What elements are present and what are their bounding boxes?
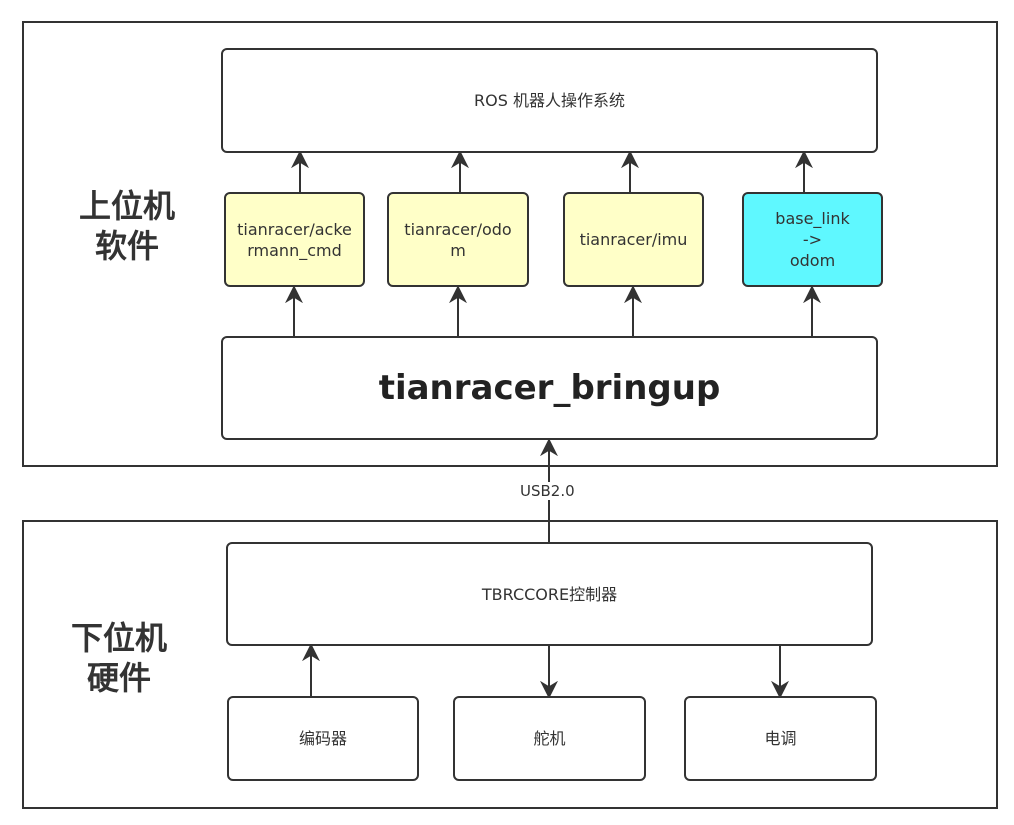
tf-base-link-odom: base_link -> odom [742, 192, 883, 287]
esc-node: 电调 [684, 696, 877, 781]
bringup-node-label: tianracer_bringup [378, 367, 721, 408]
upper-computer-label: 上位机 软件 [62, 186, 192, 266]
tf-line1: base_link [775, 209, 850, 228]
lower-label-line2: 硬件 [86, 659, 151, 697]
usb-edge-label: USB2.0 [518, 482, 577, 500]
topic-odom: tianracer/odom [387, 192, 529, 287]
tf-base-link-odom-label: base_link -> odom [775, 208, 849, 271]
tf-line2: -> [802, 230, 823, 249]
lower-label-line1: 下位机 [70, 619, 167, 657]
servo-node-label: 舵机 [533, 729, 566, 748]
controller-node: TBRCCORE控制器 [226, 542, 873, 646]
esc-node-label: 电调 [764, 729, 797, 748]
bringup-node: tianracer_bringup [221, 336, 878, 440]
ros-node-label: ROS 机器人操作系统 [474, 91, 625, 110]
lower-computer-label: 下位机 硬件 [54, 618, 184, 698]
upper-label-line1: 上位机 [78, 187, 175, 225]
tf-line3: odom [789, 251, 836, 270]
ros-node: ROS 机器人操作系统 [221, 48, 878, 153]
controller-node-label: TBRCCORE控制器 [481, 584, 618, 604]
encoder-node: 编码器 [227, 696, 419, 781]
topic-ackermann-cmd-label: tianracer/ackermann_cmd [237, 219, 352, 260]
upper-label-line2: 软件 [94, 227, 159, 265]
topic-imu: tianracer/imu [563, 192, 704, 287]
topic-odom-label: tianracer/odom [404, 219, 512, 260]
servo-node: 舵机 [453, 696, 646, 781]
encoder-node-label: 编码器 [298, 729, 347, 748]
topic-imu-label: tianracer/imu [579, 230, 688, 249]
topic-ackermann-cmd: tianracer/ackermann_cmd [224, 192, 365, 287]
